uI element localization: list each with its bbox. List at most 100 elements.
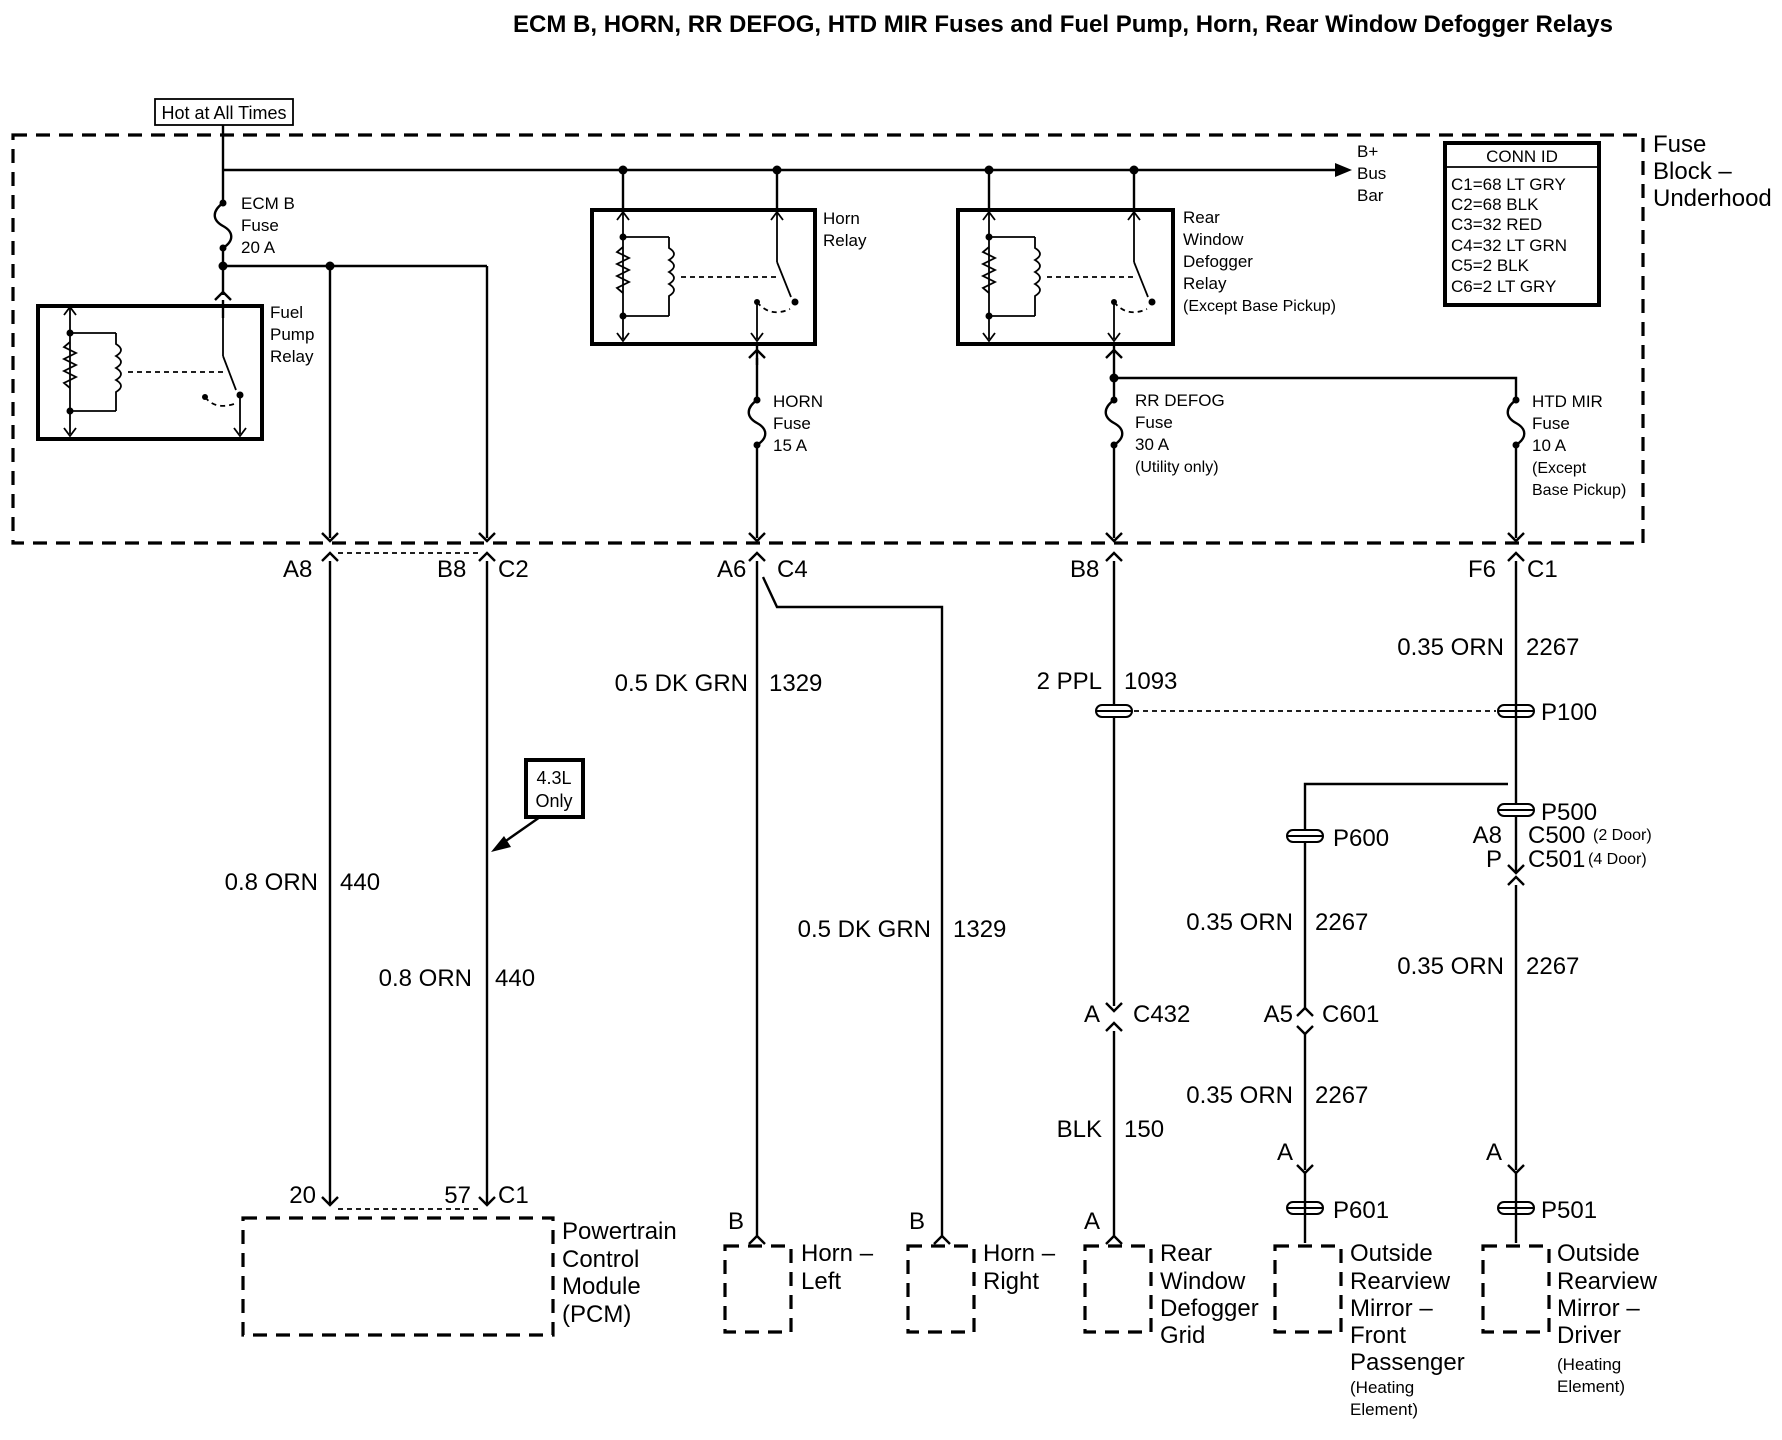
ecm-b-fuse-label-3: 20 A	[241, 238, 276, 257]
rr-defog-fuse	[1104, 396, 1124, 538]
defog-relay-label-3: Defogger	[1183, 252, 1253, 271]
rr-defog-fuse-label-2: Fuse	[1135, 413, 1173, 432]
diagram-title: ECM B, HORN, RR DEFOG, HTD MIR Fuses and…	[513, 11, 1613, 38]
htd-mir-feed-wire	[1114, 376, 1518, 400]
pcm-label-4: (PCM)	[562, 1301, 631, 1328]
splice-p500	[1497, 803, 1535, 817]
c500-note: (2 Door)	[1593, 827, 1652, 844]
c601-connector	[1296, 1006, 1314, 1017]
mirror-drv-box	[1481, 1244, 1551, 1334]
htd-mir-fuse-label-3: 10 A	[1532, 436, 1567, 455]
rr-defog-fuse-label: RR DEFOG Fuse 30 A (Utility only)	[1135, 391, 1225, 476]
splice-p601-label: P601	[1333, 1197, 1389, 1224]
fuse-block-label-3: Underhood	[1653, 185, 1772, 212]
fuse-block-label-1: Fuse	[1653, 131, 1706, 158]
pcm-label: Powertrain Control Module (PCM)	[562, 1218, 677, 1328]
c601-connector-b	[1296, 1025, 1314, 1036]
defog-grid-label: Rear Window Defogger Grid	[1160, 1240, 1259, 1349]
mirror-pass-label-4: Front	[1350, 1322, 1406, 1349]
horn-right-pin: B	[909, 1208, 925, 1235]
wire-number: 2267	[1526, 953, 1579, 980]
horn-right-label-1: Horn –	[983, 1240, 1056, 1267]
horn-fuse	[747, 358, 767, 538]
horn-right-box	[906, 1244, 976, 1334]
pcm-box	[241, 1216, 555, 1337]
wire-number: 2267	[1315, 1082, 1368, 1109]
conn-id-row: C4=32 LT GRN	[1451, 236, 1567, 255]
mirror-pass-label-1: Outside	[1350, 1240, 1433, 1267]
wire-color: 0.8 ORN	[225, 869, 318, 896]
wire-color: 0.35 ORN	[1397, 953, 1504, 980]
horn-left-label-1: Horn –	[801, 1240, 874, 1267]
c601-pin: A5	[1264, 1001, 1293, 1028]
ecm-b-fuse-label-2: Fuse	[241, 216, 279, 235]
mirror-drv-label-4: Driver	[1557, 1322, 1621, 1349]
wire-number: 440	[340, 869, 380, 896]
horn-relay-label-2: Relay	[823, 231, 867, 250]
splice-p100-label: P100	[1541, 699, 1597, 726]
wire-1329-right	[761, 576, 944, 1236]
wire-number: 2267	[1526, 634, 1579, 661]
ecm-b-fuse-label: ECM B Fuse 20 A	[241, 194, 295, 257]
fuel-pump-relay-label-2: Pump	[270, 325, 314, 344]
c500-pin: A8	[1473, 822, 1502, 849]
horn-fuse-label-3: 15 A	[773, 436, 808, 455]
defog-relay-label: Rear Window Defogger Relay (Except Base …	[1183, 208, 1336, 315]
horn-fuse-label-2: Fuse	[773, 414, 811, 433]
htd-mir-fuse-label-5: Base Pickup)	[1532, 482, 1626, 499]
pin-c2: C2	[498, 556, 529, 583]
pin-c4: C4	[777, 556, 808, 583]
hot-label: Hot at All Times	[161, 103, 286, 123]
c501-label: C501	[1528, 846, 1585, 873]
wire-number: 440	[495, 965, 535, 992]
defog-grid-label-3: Defogger	[1160, 1295, 1259, 1322]
defog-relay-label-5: (Except Base Pickup)	[1183, 298, 1336, 315]
splice-p600	[1286, 829, 1324, 843]
splice-dot	[984, 165, 994, 175]
horn-relay-label-1: Horn	[823, 209, 860, 228]
pin-c1: C1	[1527, 556, 1558, 583]
horn-right-label-2: Right	[983, 1268, 1039, 1295]
wire-color: BLK	[1057, 1116, 1102, 1143]
horn-left-box	[723, 1244, 793, 1334]
pin-f6: F6	[1468, 556, 1496, 583]
pcm-connector	[321, 1196, 339, 1207]
rr-defog-fuse-label-3: 30 A	[1135, 435, 1170, 454]
bus-bar-label-2: Bus	[1357, 164, 1386, 183]
horn-relay	[590, 208, 817, 346]
c500-label: C500	[1528, 822, 1585, 849]
mirror-drv-note-2: Element)	[1557, 1377, 1625, 1396]
splice-dot	[618, 165, 628, 175]
splice-p600-label: P600	[1333, 825, 1389, 852]
pin-b8: B8	[437, 556, 466, 583]
htd-mir-fuse-label: HTD MIR Fuse 10 A (Except Base Pickup)	[1532, 392, 1626, 499]
bus-bar-label: B+ Bus Bar	[1357, 142, 1386, 205]
defog-grid-box	[1083, 1244, 1153, 1334]
fuel-pump-relay-label: Fuel Pump Relay	[270, 303, 314, 366]
fuse-block-label: Fuse Block – Underhood	[1653, 131, 1772, 212]
wire-color: 0.5 DK GRN	[615, 670, 748, 697]
c601-label: C601	[1322, 1001, 1379, 1028]
wire-color: 2 PPL	[1037, 668, 1102, 695]
pcm-label-2: Control	[562, 1246, 639, 1273]
rr-defog-fuse-label-1: RR DEFOG	[1135, 391, 1225, 410]
defog-relay-out-arrow	[1105, 348, 1123, 359]
mirror-pass-note-2: Element)	[1350, 1400, 1418, 1419]
conn-id-row: C2=68 BLK	[1451, 195, 1539, 214]
bus-arrow-icon	[1335, 163, 1352, 177]
mirror-drv-label-1: Outside	[1557, 1240, 1640, 1267]
rr-defog-fuse-label-4: (Utility only)	[1135, 459, 1219, 476]
p501-pin: A	[1486, 1139, 1502, 1166]
ecm-b-fuse	[213, 199, 233, 272]
defog-grid-label-4: Grid	[1160, 1322, 1205, 1349]
mirror-drv-label-2: Rearview	[1557, 1268, 1658, 1295]
defog-grid-connector	[1105, 1234, 1123, 1245]
splice-p501-label: P501	[1541, 1197, 1597, 1224]
splice-dot	[1129, 165, 1139, 175]
pcm-connector-b	[478, 1196, 496, 1207]
horn-fuse-label-1: HORN	[773, 392, 823, 411]
defog-relay	[956, 208, 1175, 346]
mirror-pass-label-3: Mirror –	[1350, 1295, 1433, 1322]
splice-p100-a	[1095, 704, 1133, 718]
wire-number: 1093	[1124, 668, 1177, 695]
